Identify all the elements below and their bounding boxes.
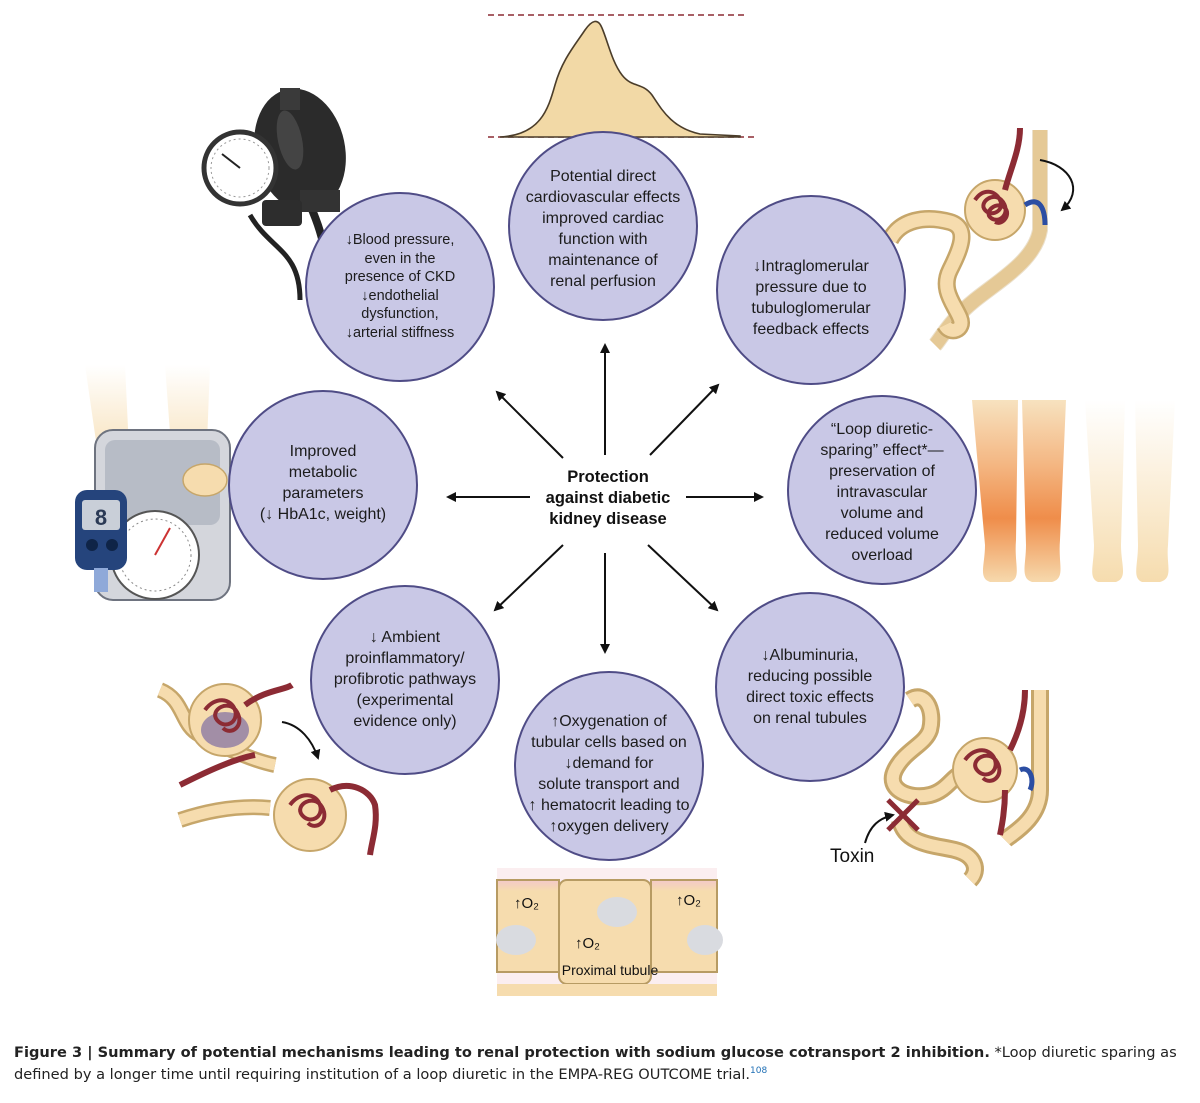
figure-caption: Figure 3 | Summary of potential mechanis… xyxy=(14,1043,1189,1084)
circle-albuminuria xyxy=(715,592,905,782)
scale-glucometer-icon: 8 xyxy=(75,365,231,601)
arrow-to-inflammation xyxy=(493,544,564,612)
circle-inflammation xyxy=(310,585,500,775)
circle-oxygenation xyxy=(514,671,704,861)
mechanism-loop-diuretic-text: “Loop diuretic- sparing” effect*— preser… xyxy=(820,421,944,564)
circle-metabolic xyxy=(228,390,418,580)
mechanism-inflammation-text: ↓ Ambient proinflammatory/ profibrotic p… xyxy=(333,629,477,730)
o2-label-center: ↑O₂ xyxy=(575,935,600,952)
diagram-canvas: 8 Toxin xyxy=(75,14,1175,996)
circle-intraglomerular xyxy=(716,195,906,385)
center-label: Protection against diabetic kidney disea… xyxy=(545,468,671,528)
caption-reference: 108 xyxy=(750,1066,768,1076)
perfusion-curve-icon xyxy=(488,14,755,138)
circle-cardio xyxy=(508,131,698,321)
caption-bold: Figure 3 | Summary of potential mechanis… xyxy=(14,1044,990,1061)
sphygmomanometer-icon xyxy=(201,88,346,312)
circle-loop-diuretic xyxy=(787,395,977,585)
caption-text: *Loop diuretic sparing as defined by a l… xyxy=(14,1044,1177,1083)
tubule-toxin-icon: Toxin xyxy=(830,688,1049,887)
circle-blood-pressure xyxy=(305,192,495,382)
legs-edema-icon xyxy=(972,400,1175,582)
toxin-label: Toxin xyxy=(830,846,874,867)
mechanism-cardio-text: Potential direct cardiovascular effects … xyxy=(525,168,681,290)
arrow-to-intraglomerular xyxy=(649,383,720,456)
glomerulus-feedback-icon xyxy=(881,127,1075,351)
arrow-to-albuminuria xyxy=(647,544,719,612)
mechanism-oxygenation-text: ↑Oxygenation of tubular cells based on ↓… xyxy=(528,713,690,835)
glomeruli-inflammation-icon xyxy=(156,682,379,856)
mechanism-intraglomerular-text: ↓Intraglomerular pressure due to tubulog… xyxy=(751,258,871,338)
mechanism-blood-pressure-text: ↓Blood pressure, even in the presence of… xyxy=(344,232,456,341)
o2-label-left: ↑O₂ xyxy=(514,895,539,912)
mechanism-metabolic-text: Improved metabolic parameters (↓ HbA1c, … xyxy=(259,443,387,523)
proximal-tubule-icon: ↑O₂ ↑O₂ ↑O₂ Proximal tubule xyxy=(496,868,723,996)
arrows xyxy=(446,343,764,654)
o2-label-right: ↑O₂ xyxy=(676,892,701,909)
mechanism-circles xyxy=(228,131,977,861)
proximal-tubule-label: Proximal tubule xyxy=(562,962,659,978)
arrow-to-blood-pressure xyxy=(495,390,564,459)
glucometer-reading: 8 xyxy=(95,505,107,530)
mechanism-albuminuria-text: ↓Albuminuria, reducing possible direct t… xyxy=(746,647,874,727)
